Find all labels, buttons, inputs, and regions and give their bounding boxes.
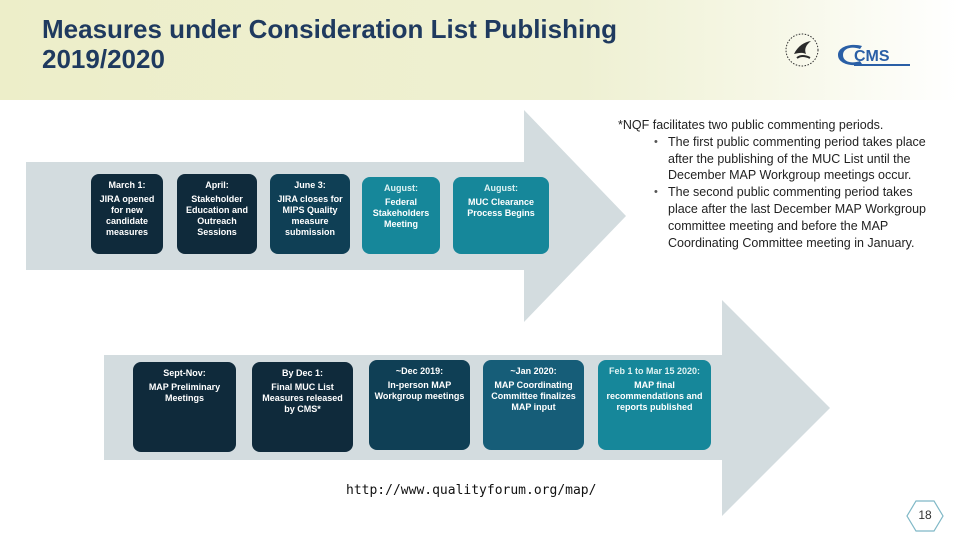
slide-title-line2: 2019/2020	[42, 44, 165, 74]
timeline-date: By Dec 1:	[281, 368, 324, 378]
timeline-text: MAP Preliminary Meetings	[148, 382, 221, 403]
timeline-date: August:	[484, 183, 518, 193]
cms-logo-icon: CMS	[838, 44, 910, 66]
timeline-date: ~Jan 2020:	[510, 366, 557, 376]
timeline-box-jan2020: ~Jan 2020: MAP Coordinating Committee fi…	[483, 360, 584, 450]
source-url-link[interactable]: http://www.qualityforum.org/map/	[346, 483, 597, 498]
timeline-box-dec2019: ~Dec 2019: In-person MAP Workgroup meeti…	[369, 360, 470, 450]
page-number: 18	[918, 508, 932, 522]
header-banner: Measures under Consideration List Publis…	[0, 0, 960, 100]
page-number-badge-icon	[906, 500, 944, 532]
timeline-box-june: June 3: JIRA closes for MIPS Quality mea…	[270, 174, 350, 254]
logo-group: CMS	[776, 30, 916, 74]
timeline-text: MUC Clearance Process Begins	[467, 197, 535, 218]
timeline-text: JIRA closes for MIPS Quality measure sub…	[277, 194, 343, 237]
note-bullet: The first public commenting period takes…	[652, 134, 928, 184]
timeline-date: March 1:	[108, 180, 146, 190]
timeline-box-dec1: By Dec 1: Final MUC List Measures releas…	[252, 362, 353, 452]
timeline-text: MAP Coordinating Committee finalizes MAP…	[491, 380, 576, 412]
note-bullet-list: The first public commenting period takes…	[618, 134, 928, 252]
timeline-text: JIRA opened for new candidate measures	[99, 194, 155, 237]
timeline-box-feb-mar: Feb 1 to Mar 15 2020: MAP final recommen…	[598, 360, 711, 450]
timeline-box-april: April: Stakeholder Education and Outreac…	[177, 174, 257, 254]
timeline-box-march: March 1: JIRA opened for new candidate m…	[91, 174, 163, 254]
timeline-date: Feb 1 to Mar 15 2020:	[608, 366, 701, 376]
cms-logo-text: CMS	[854, 48, 890, 65]
timeline-date: ~Dec 2019:	[395, 366, 444, 376]
timeline-text: MAP final recommendations and reports pu…	[606, 380, 703, 412]
timeline-date: August:	[384, 183, 418, 193]
timeline-box-sept-nov: Sept-Nov: MAP Preliminary Meetings	[133, 362, 236, 452]
note-bullet: The second public commenting period take…	[652, 184, 928, 251]
timeline-date: Sept-Nov:	[163, 368, 206, 378]
timeline-box-august-clearance: August: MUC Clearance Process Begins	[453, 177, 549, 254]
note-intro: *NQF facilitates two public commenting p…	[618, 118, 884, 132]
timeline-text: Stakeholder Education and Outreach Sessi…	[185, 194, 248, 237]
timeline-date: June 3:	[294, 180, 326, 190]
commenting-note: *NQF facilitates two public commenting p…	[618, 117, 928, 251]
timeline-text: Federal Stakeholders Meeting	[372, 197, 430, 229]
slide-title: Measures under Consideration List Publis…	[42, 14, 682, 74]
timeline-date: April:	[205, 180, 229, 190]
hhs-eagle-logo-icon	[785, 33, 819, 67]
slide-title-line1: Measures under Consideration List Publis…	[42, 14, 617, 44]
timeline-box-august-federal: August: Federal Stakeholders Meeting	[362, 177, 440, 254]
timeline-text: Final MUC List Measures released by CMS*	[262, 382, 343, 414]
timeline-text: In-person MAP Workgroup meetings	[374, 380, 465, 401]
